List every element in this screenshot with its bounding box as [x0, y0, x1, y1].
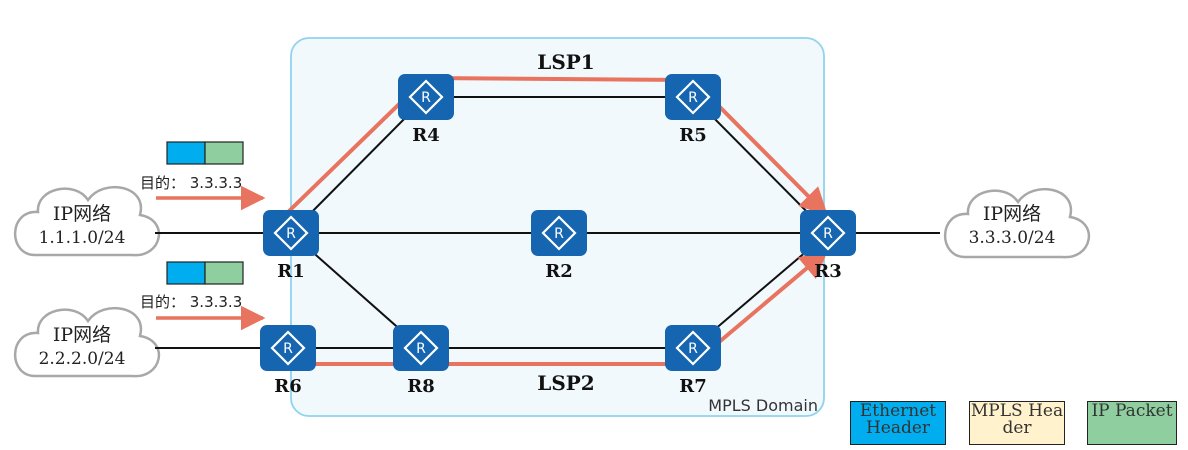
ip-network-subnet: 2.2.2.0/24: [39, 349, 126, 369]
router-icon: [665, 325, 721, 371]
router-label: R3: [814, 261, 841, 282]
router-diamond-icon: [675, 79, 711, 115]
ip-network-title: IP网络: [53, 203, 111, 225]
packet-ethernet-header: [166, 261, 206, 285]
router-glyph: R: [554, 226, 564, 242]
router-icon: [263, 210, 319, 256]
router-diamond-icon: [270, 330, 306, 366]
ip-network-title: IP网络: [53, 324, 111, 346]
router-glyph: R: [286, 226, 296, 242]
legend-ip-label: IP Packet: [1091, 401, 1173, 421]
router-icon: [531, 210, 587, 256]
router-diamond-icon: [675, 330, 711, 366]
ip-network-title: IP网络: [983, 203, 1041, 225]
mpls-domain-label: MPLS Domain: [708, 396, 818, 415]
lsp1-label: LSP1: [537, 50, 594, 74]
legend-mpls-label: MPLS Header: [970, 401, 1064, 438]
legend-mpls-header: MPLS Header: [969, 401, 1065, 445]
lsp1-path: [283, 76, 828, 217]
router-r2[interactable]: R R2: [531, 210, 587, 282]
router-r3[interactable]: R R3: [800, 210, 856, 282]
router-label: R6: [274, 376, 301, 397]
router-label: R8: [407, 376, 434, 397]
router-r4[interactable]: R R4: [398, 74, 454, 146]
router-icon: [800, 210, 856, 256]
router-icon: [398, 74, 454, 120]
ip-network-cloud-3: IP网络 3.3.3.0/24: [943, 187, 1091, 259]
router-r1[interactable]: R R1: [263, 210, 319, 282]
router-glyph: R: [421, 90, 431, 106]
router-icon: [260, 325, 316, 371]
packet-destination-text: 目的： 3.3.3.3: [140, 293, 242, 311]
router-r8[interactable]: R R8: [393, 325, 449, 397]
router-icon: [393, 325, 449, 371]
legend-ethernet-header: Ethernet Header: [850, 401, 946, 445]
ip-network-subnet: 1.1.1.0/24: [39, 228, 126, 248]
router-glyph: R: [688, 341, 698, 357]
router-diamond-icon: [273, 215, 309, 251]
packet-ip-payload: [204, 261, 244, 285]
ip-network-subnet: 3.3.3.0/24: [969, 228, 1056, 248]
legend-ethernet-label: Ethernet Header: [859, 401, 937, 438]
packet-1: 目的： 3.3.3.3: [140, 141, 266, 211]
router-label: R7: [679, 376, 706, 397]
router-label: R4: [412, 125, 439, 146]
router-diamond-icon: [541, 215, 577, 251]
router-r6[interactable]: R R6: [260, 325, 316, 397]
router-label: R2: [545, 261, 572, 282]
packet-ip-payload: [204, 141, 244, 165]
router-glyph: R: [416, 341, 426, 357]
router-r7[interactable]: R R7: [665, 325, 721, 397]
router-label: R1: [277, 261, 304, 282]
packet-destination-text: 目的： 3.3.3.3: [140, 174, 242, 192]
lsp2-label: LSP2: [537, 371, 594, 395]
router-label: R5: [679, 125, 706, 146]
router-diamond-icon: [408, 79, 444, 115]
packet-2: 目的： 3.3.3.3: [140, 261, 266, 331]
router-diamond-icon: [403, 330, 439, 366]
ip-network-cloud-2: IP网络 2.2.2.0/24: [13, 306, 161, 378]
router-glyph: R: [688, 90, 698, 106]
ip-network-cloud-1: IP网络 1.1.1.0/24: [13, 185, 161, 257]
router-glyph: R: [283, 341, 293, 357]
router-r5[interactable]: R R5: [665, 74, 721, 146]
legend-ip-packet: IP Packet: [1087, 401, 1177, 445]
router-icon: [665, 74, 721, 120]
packet-ethernet-header: [166, 141, 206, 165]
router-diamond-icon: [810, 215, 846, 251]
router-glyph: R: [823, 226, 833, 242]
